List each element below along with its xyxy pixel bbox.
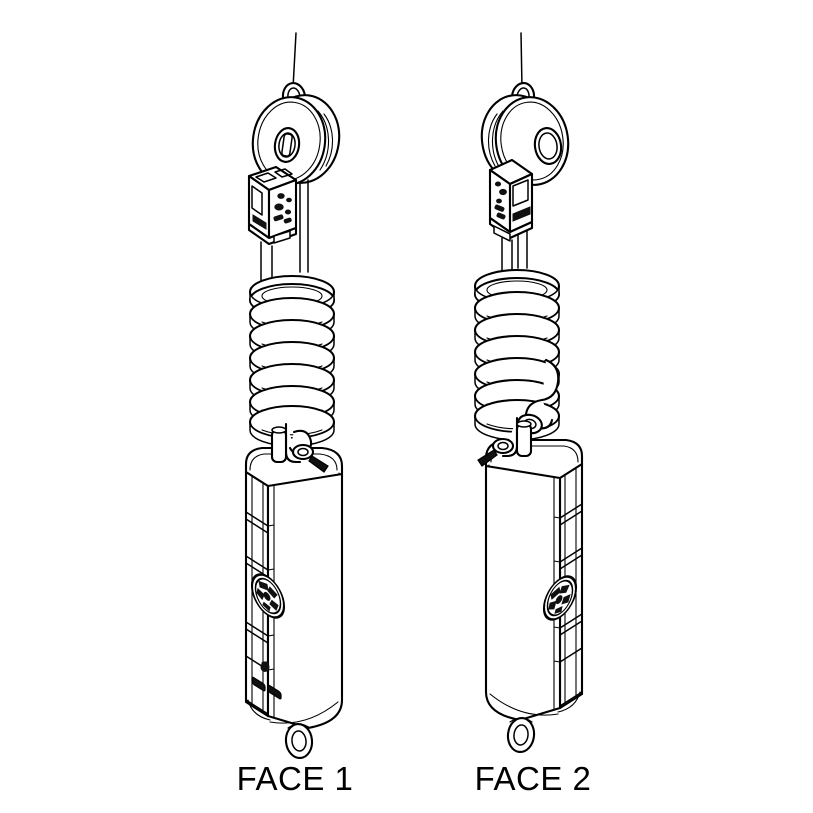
view-face-1 [244,31,346,761]
power-column-face-1 [244,422,344,761]
caption-face-2: FACE 2 [474,760,592,797]
caption-face-1: FACE 1 [236,760,354,797]
power-column-face-2 [476,416,584,755]
coiled-cable-face-1 [248,274,336,448]
coiled-cable-face-2 [473,268,561,442]
